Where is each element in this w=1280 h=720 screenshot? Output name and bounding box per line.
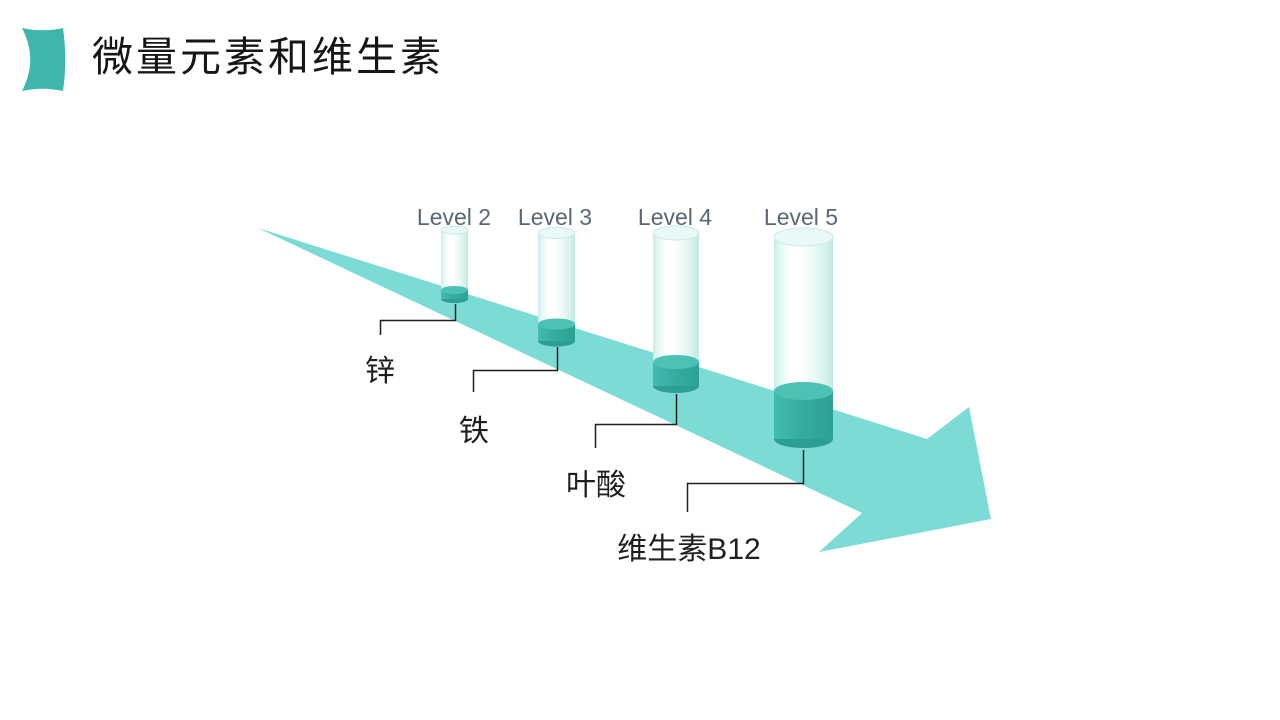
item-label-iron: 铁: [459, 415, 489, 448]
leader-line-zinc: [379, 304, 457, 335]
level-label-2: Level 2: [416, 204, 492, 230]
title-accent-shape: [22, 28, 66, 91]
cylinder-level-3: [537, 227, 576, 347]
level-label-3: Level 3: [517, 204, 593, 230]
accent-ribbon-icon: [22, 28, 66, 91]
item-label-b12: 维生素B12: [617, 533, 761, 566]
cylinder-level-5: [773, 227, 834, 448]
leader-lines: [379, 304, 805, 512]
descending-arrow: [258, 228, 991, 552]
leader-line-b12: [686, 450, 805, 512]
leader-line-folate: [594, 394, 678, 448]
level-label-4: Level 4: [637, 204, 713, 230]
title-row: 微量元素和维生素: [0, 0, 1280, 120]
leader-line-iron: [472, 347, 559, 392]
item-label-zinc: 锌: [365, 355, 395, 388]
level-label-5: Level 5: [763, 204, 839, 230]
page-title: 微量元素和维生素: [92, 34, 444, 80]
cylinder-level-4: [652, 225, 700, 393]
item-label-folate: 叶酸: [566, 469, 626, 502]
cylinder-level-2: [440, 225, 469, 303]
